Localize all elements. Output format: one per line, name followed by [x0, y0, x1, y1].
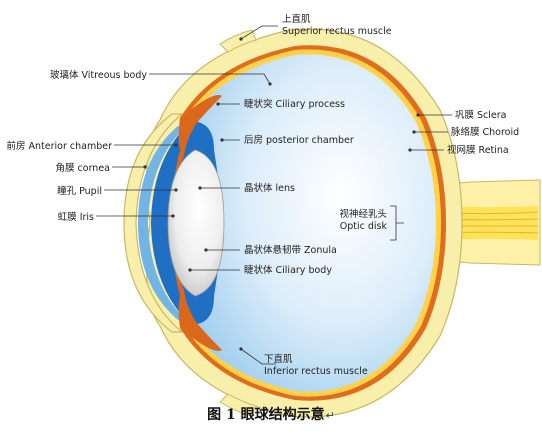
- vitreous-body: [186, 54, 436, 392]
- label-ciliary-process: 睫状突 Ciliary process: [244, 98, 345, 110]
- label-inferior-rectus-cn: 下直肌: [264, 353, 293, 365]
- label-lens: 晶状体 lens: [244, 182, 295, 194]
- leader-inferior-rectus: [240, 348, 276, 365]
- anterior-chamber: [138, 126, 186, 320]
- label-posterior-chamber: 后房 posterior chamber: [244, 134, 354, 146]
- label-cornea: 角膜 cornea: [56, 162, 110, 174]
- leader-optic-disk: [390, 205, 404, 241]
- label-optic-disk-cn: 视神经乳头: [339, 208, 387, 220]
- label-pupil: 瞳孔 Pupil: [57, 185, 102, 197]
- label-ciliary-body: 睫状体 Ciliary body: [244, 264, 332, 276]
- cornea: [123, 113, 184, 333]
- label-choroid: 脉络膜 Choroid: [451, 126, 519, 138]
- label-anterior-chamber: 前房 Anterior chamber: [7, 140, 113, 152]
- caption-text: 图 1 眼球结构示意: [207, 407, 325, 423]
- label-superior-rectus-cn: 上直肌: [282, 13, 311, 25]
- label-zonula: 晶状体悬韧带 Zonula: [244, 244, 337, 256]
- leader-vitreous: [149, 73, 271, 85]
- figure-caption: 图 1 眼球结构示意↵: [0, 404, 542, 424]
- label-retina: 视网膜 Retina: [447, 144, 509, 156]
- label-iris: 虹膜 Iris: [58, 212, 94, 223]
- label-optic-disk-en: Optic disk: [340, 221, 388, 232]
- label-inferior-rectus-en: Inferior rectus muscle: [264, 366, 368, 377]
- inferior-rectus-muscle: [219, 393, 257, 417]
- ciliary-process-top: [178, 94, 222, 156]
- leader-superior-rectus: [240, 25, 278, 40]
- lens: [167, 149, 225, 297]
- label-sclera: 巩膜 Sclera: [455, 110, 507, 121]
- return-mark: ↵: [325, 409, 335, 422]
- label-superior-rectus-en: Superior rectus muscle: [282, 26, 392, 37]
- label-vitreous: 玻璃体 Vitreous body: [50, 69, 147, 81]
- ciliary-body-bottom: [178, 290, 222, 352]
